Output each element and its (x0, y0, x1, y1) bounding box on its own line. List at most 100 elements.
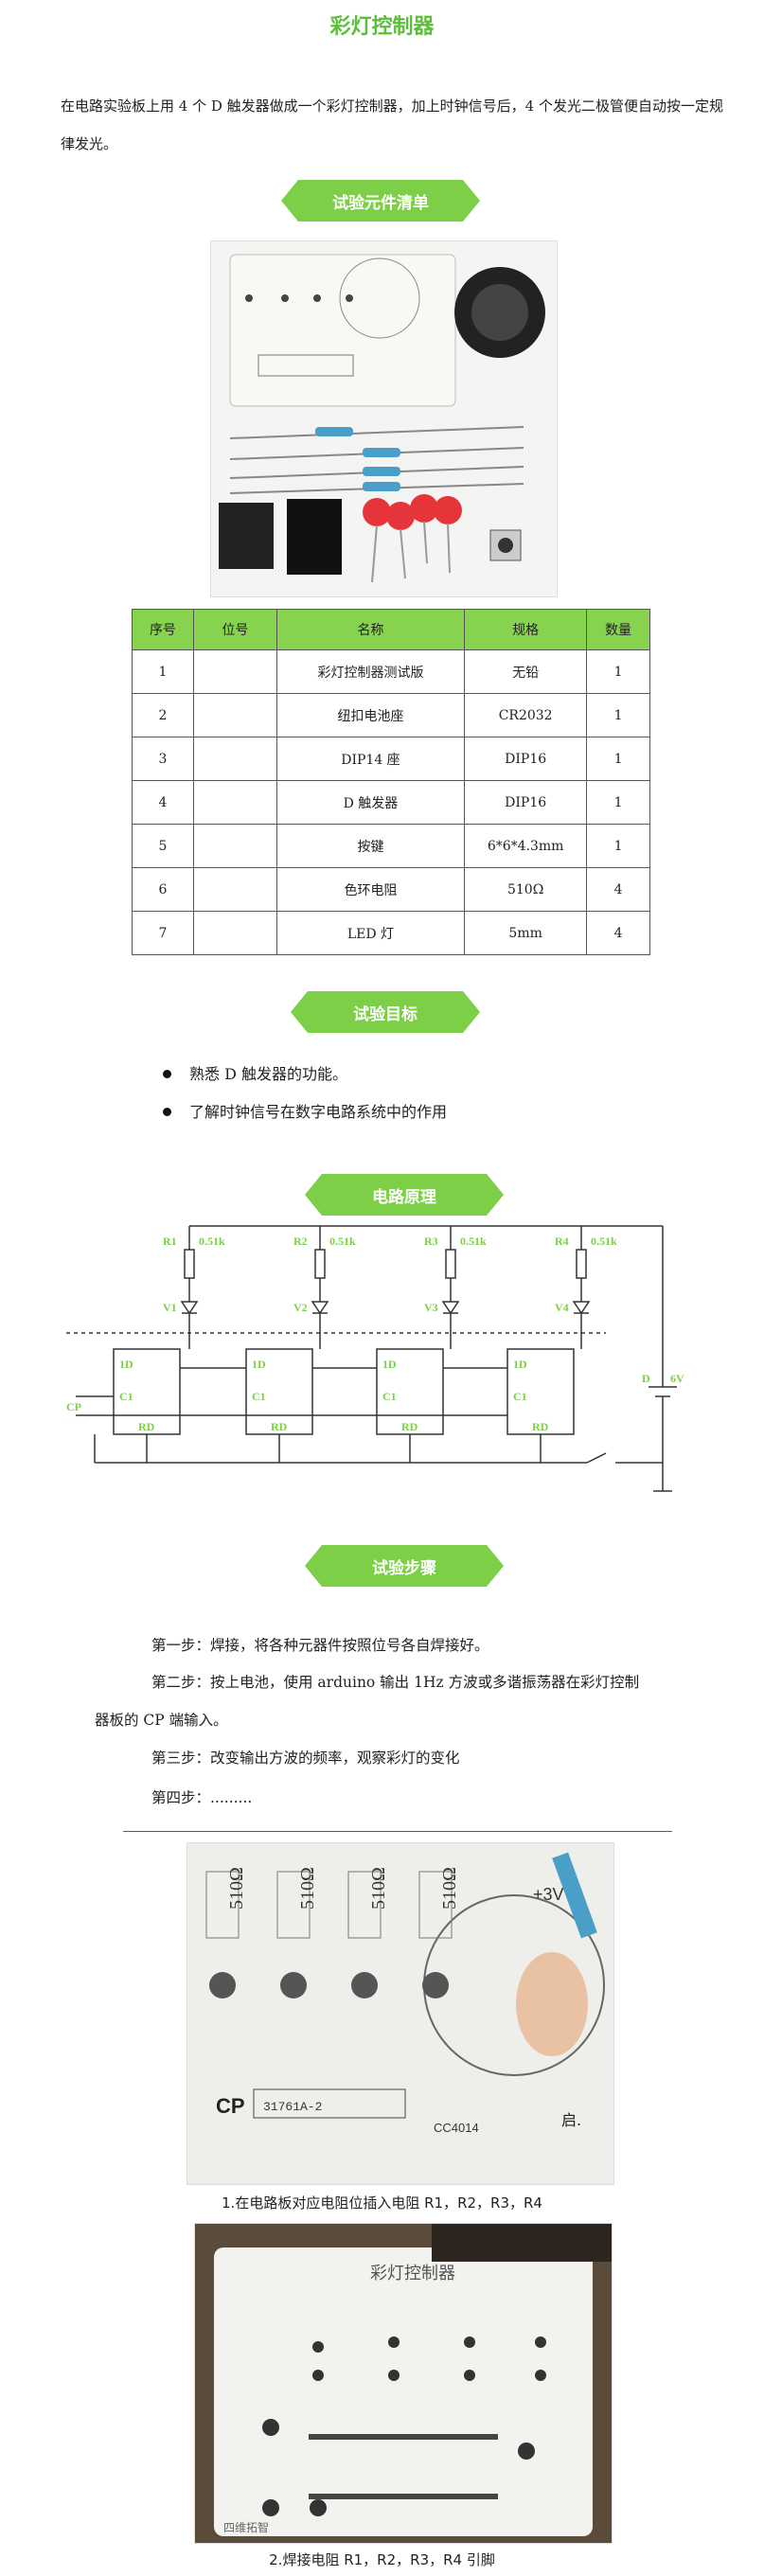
res-marking: 510Ω (439, 1867, 460, 1910)
step-2-cont: 器板的 CP 端输入。 (95, 1712, 228, 1729)
battery-voltage: 6V (670, 1372, 684, 1385)
ic-marking: CC4014 (434, 2121, 479, 2135)
board-photo-2: 彩灯控制器 四维拓智 (194, 2223, 613, 2544)
cell: 无铅 (464, 649, 588, 694)
section-banner-circuit: 电路原理 (305, 1174, 504, 1216)
circuit-schematic: R1 R2 R3 R4 0.51k 0.51k 0.51k 0.51k V1 V… (66, 1225, 684, 1492)
cell: 7 (132, 911, 194, 955)
cell: 5 (132, 824, 194, 868)
cell (192, 693, 277, 737)
header-qty: 数量 (586, 609, 650, 650)
cell: 1 (586, 693, 650, 737)
ff-c-label: C1 (382, 1390, 397, 1403)
cell: 1 (586, 824, 650, 868)
cell: 2 (132, 693, 194, 737)
intro-text: 在电路实验板上用 4 个 D 触发器做成一个彩灯控制器，加上时钟信号后，4 个发… (61, 98, 723, 152)
table-header-row: 序号 位号 名称 规格 数量 (132, 609, 650, 650)
cell: DIP16 (464, 737, 588, 781)
resistor-label: R2 (293, 1235, 308, 1248)
chip-marking: 31761A-2 (263, 2100, 322, 2114)
board-photo-1: 510Ω 510Ω 510Ω 510Ω +3V 31761A-2 CP CC40… (187, 1842, 614, 2185)
ff-d-label: 1D (513, 1358, 527, 1371)
cell: 6*6*4.3mm (464, 824, 588, 868)
cell: 4 (586, 867, 650, 912)
header-position: 位号 (192, 609, 277, 650)
board-illustration: 彩灯控制器 四维拓智 (195, 2224, 612, 2543)
cell: 纽扣电池座 (275, 693, 466, 737)
header-name: 名称 (275, 609, 466, 650)
section-banner-components: 试验元件清单 (281, 180, 480, 222)
cell (192, 824, 277, 868)
resistor-label: R3 (424, 1235, 438, 1248)
goal-item: 熟悉 D 触发器的功能。 (163, 1056, 447, 1093)
resistor-label: R4 (555, 1235, 569, 1248)
cell: DIP14 座 (275, 737, 466, 781)
section-banner-goals: 试验目标 (291, 991, 480, 1033)
cell: 彩灯控制器测试版 (275, 649, 466, 694)
cell: 510Ω (464, 867, 588, 912)
cell (192, 911, 277, 955)
components-photo (210, 240, 558, 597)
resistor-label: R1 (163, 1235, 177, 1248)
cell (192, 780, 277, 825)
divider (123, 1831, 672, 1832)
step-4: 第四步：......... (151, 1789, 253, 1806)
cell: 按键 (275, 824, 466, 868)
resistor-value: 0.51k (199, 1235, 225, 1248)
ff-c-label: C1 (252, 1390, 266, 1403)
brand-marking: 四维拓智 (223, 2520, 269, 2534)
ff-d-label: 1D (382, 1358, 397, 1371)
cp-marking: CP (216, 2094, 245, 2118)
ff-rd-label: RD (532, 1420, 549, 1433)
board-illustration: 510Ω 510Ω 510Ω 510Ω +3V 31761A-2 CP CC40… (187, 1843, 613, 2184)
caption-2: 2.焊接电阻 R1，R2，R3，R4 引脚 (269, 2551, 495, 2568)
ff-c-label: C1 (513, 1390, 527, 1403)
cell: 1 (586, 649, 650, 694)
res-marking: 510Ω (368, 1867, 389, 1910)
ff-rd-label: RD (271, 1420, 288, 1433)
clock-label: CP (66, 1400, 81, 1413)
ff-d-label: 1D (252, 1358, 266, 1371)
led-label: V3 (424, 1301, 438, 1314)
battery-label: D (642, 1372, 650, 1385)
step-1: 第一步：焊接，将各种元器件按照位号各自焊接好。 (151, 1637, 489, 1654)
cell (192, 649, 277, 694)
cell: DIP16 (464, 780, 588, 825)
page-title: 彩灯控制器 (329, 15, 435, 39)
cell: 5mm (464, 911, 588, 955)
cell: 6 (132, 867, 194, 912)
resistor-value: 0.51k (591, 1235, 617, 1248)
ff-rd-label: RD (138, 1420, 155, 1433)
cell: 1 (586, 780, 650, 825)
cell: 3 (132, 737, 194, 781)
cell: CR2032 (464, 693, 588, 737)
cell (192, 737, 277, 781)
cell: D 触发器 (275, 780, 466, 825)
led-label: V1 (163, 1301, 177, 1314)
resistor-value: 0.51k (460, 1235, 487, 1248)
section-banner-steps: 试验步骤 (305, 1545, 504, 1587)
ff-rd-label: RD (401, 1420, 418, 1433)
goals-list: 熟悉 D 触发器的功能。 了解时钟信号在数字电路系统中的作用 (163, 1056, 447, 1131)
cell: 4 (132, 780, 194, 825)
pcb-title-marking: 彩灯控制器 (370, 2264, 455, 2283)
goal-item: 了解时钟信号在数字电路系统中的作用 (163, 1093, 447, 1131)
cell (192, 867, 277, 912)
ff-c-label: C1 (119, 1390, 133, 1403)
resistor-value: 0.51k (329, 1235, 356, 1248)
ff-d-label: 1D (119, 1358, 133, 1371)
step-3: 第三步：改变输出方波的频率，观察彩灯的变化 (151, 1750, 460, 1767)
step-2: 第二步：按上电池，使用 arduino 输出 1Hz 方波或多谐振荡器在彩灯控制 (151, 1674, 640, 1691)
res-marking: 510Ω (226, 1867, 247, 1910)
cell: 4 (586, 911, 650, 955)
led-label: V2 (293, 1301, 308, 1314)
header-index: 序号 (132, 609, 194, 650)
